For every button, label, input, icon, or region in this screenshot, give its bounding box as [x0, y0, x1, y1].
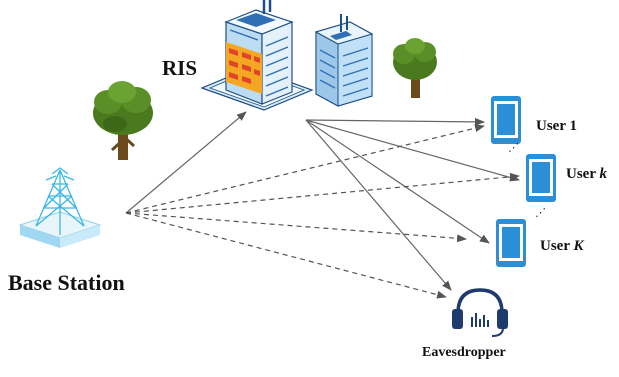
- building-icon: [314, 14, 374, 107]
- link-ris-userK: [305, 119, 490, 244]
- user-K-label-var: K: [573, 238, 584, 254]
- link-bs-user1: [125, 124, 485, 214]
- tree-icon: [93, 81, 153, 160]
- link-bs-ris: [125, 111, 247, 214]
- user-k-label-prefix: User: [566, 166, 600, 182]
- user-1-smartphone-icon: [491, 96, 521, 144]
- user-ellipsis-lower: ⋰: [535, 206, 546, 219]
- user-k-label-var: k: [599, 166, 607, 182]
- link-bs-eavesdropper: [125, 212, 447, 299]
- link-bs-userK: [125, 212, 467, 243]
- user-k-label: User k: [566, 167, 607, 182]
- base-station-tower-icon: [18, 167, 102, 248]
- user-1-label: User 1: [536, 118, 577, 134]
- link-ris-eavesdropper: [305, 119, 452, 291]
- eavesdropper-label: Eavesdropper: [422, 345, 506, 360]
- eavesdropper-headset-icon: [452, 288, 508, 337]
- link-ris-userk: [305, 119, 520, 182]
- link-bs-userk: [125, 172, 520, 214]
- user-ellipsis-upper: ⋰: [508, 141, 519, 154]
- ris-label: RIS: [162, 56, 198, 80]
- user-k-smartphone-icon: [526, 154, 556, 202]
- user-K-label: User K: [540, 239, 583, 254]
- base-station-label: Base Station: [8, 270, 125, 295]
- link-ris-user1: [305, 117, 485, 126]
- tree-icon: [393, 38, 437, 98]
- ris-building-icon: [200, 0, 314, 111]
- user-K-label-prefix: User: [540, 238, 574, 254]
- user-K-smartphone-icon: [496, 219, 526, 267]
